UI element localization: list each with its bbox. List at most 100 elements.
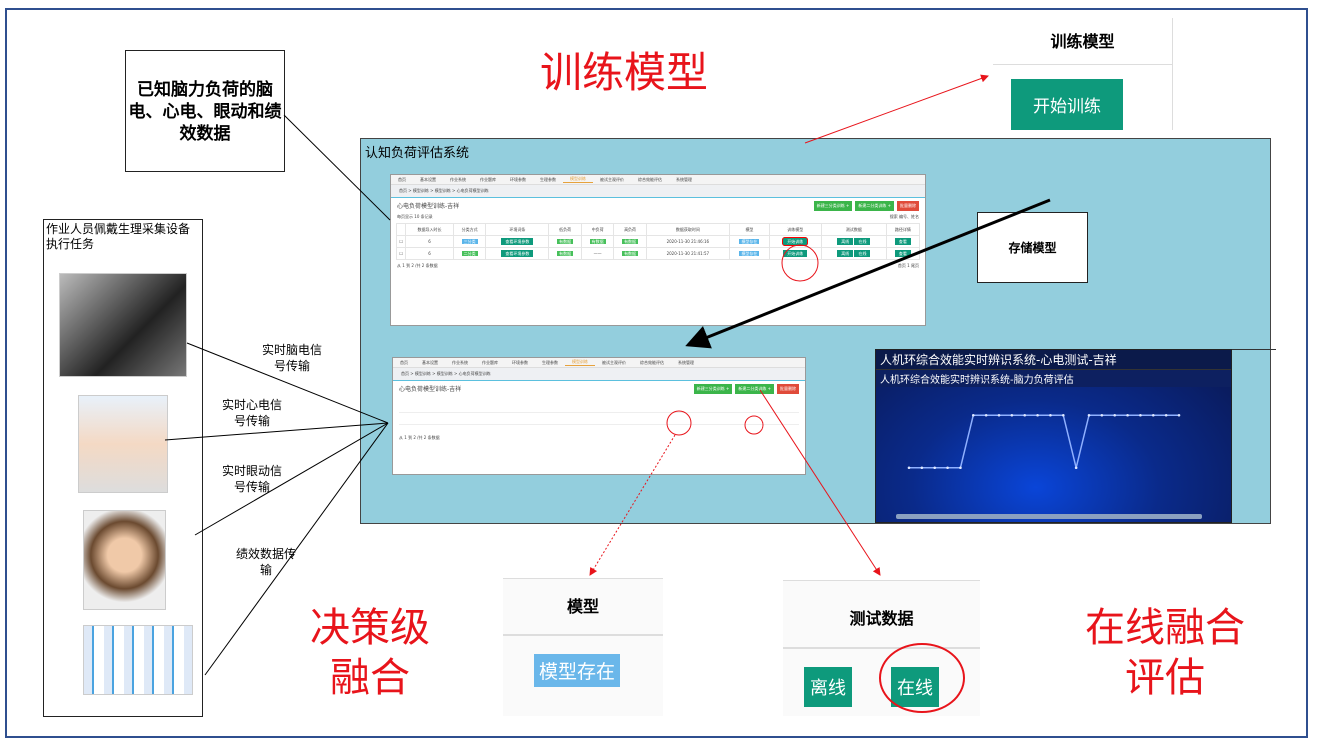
test-arrow <box>759 389 881 576</box>
batch-delete-button[interactable]: 批量删除 <box>777 384 799 394</box>
new-3class-button[interactable]: 新建三分类训练 + <box>813 201 853 211</box>
data-badge: 有数据 <box>557 250 574 256</box>
nav-item[interactable]: 作业题库 <box>482 359 498 365</box>
nav-item[interactable]: 首页 <box>400 359 408 365</box>
page-title: 心电负荷模型训练-吉祥 <box>397 203 460 210</box>
breadcrumb: 首页 > 模型训练 > 模型训练 > 心电负荷模型训练 <box>391 185 925 197</box>
online-button[interactable]: 在线 <box>854 237 871 245</box>
nav-item[interactable]: 被试主观评价 <box>600 176 624 182</box>
eye-connector <box>194 422 389 536</box>
cognitive-load-system-panel: 认知负荷评估系统 首页基本设置作业系统作业题库环境参数生理参数模型训练被试主观评… <box>360 138 1276 524</box>
nav-item[interactable]: 作业题库 <box>480 176 496 182</box>
known-data-connector <box>283 114 391 221</box>
data-point <box>907 466 911 470</box>
data-point <box>1164 413 1168 417</box>
nav-item[interactable]: 基本设置 <box>422 359 438 365</box>
performance-connector <box>204 422 389 676</box>
offline-button-large[interactable]: 离线 <box>804 667 852 707</box>
training-page-screenshot: 首页 基本设置 作业系统 作业题库 环境参数 生理参数 模型训练 被试主观评价 综合效能评估 系统… <box>390 174 926 326</box>
load-series-line <box>909 414 1179 469</box>
signal-label-ecg: 实时心电信号传输 <box>222 398 283 428</box>
breadcrumb: 首页 > 模型训练 > 模型训练 > 心电负荷模型训练 <box>393 368 805 380</box>
nav-item[interactable]: 首页 <box>398 176 406 182</box>
nav-item[interactable]: 生理参数 <box>542 359 558 365</box>
signal-label-eeg: 实时脑电信号传输 <box>262 343 323 373</box>
title-online-fusion: 在线融合评估 <box>1085 605 1245 701</box>
pager-last[interactable]: 尾页 <box>911 263 919 268</box>
nav-item[interactable]: 系统管理 <box>678 359 694 365</box>
ecg-device-photo <box>78 395 168 493</box>
nav-item[interactable]: 系统管理 <box>676 176 692 182</box>
new-2class-button[interactable]: 新建二分类训练 + <box>735 384 774 394</box>
nav-item[interactable]: 被试主观评价 <box>602 359 626 365</box>
pager-first[interactable]: 首页 <box>897 263 906 268</box>
per-page-select[interactable]: 每页显示 10 条记录 <box>397 214 433 219</box>
eeg-cap-photo <box>59 273 187 377</box>
data-badge: 有数据 <box>622 238 639 244</box>
view-env-button[interactable]: 查看环境参数 <box>501 237 534 245</box>
nav-item[interactable]: 综合效能评估 <box>640 359 664 365</box>
start-training-button-large[interactable]: 开始训练 <box>1011 79 1123 130</box>
class-badge: 二分类 <box>461 250 478 256</box>
data-point <box>933 466 937 470</box>
highlight-circle <box>879 643 965 713</box>
model-badge: 模型存在 <box>739 250 760 256</box>
new-3class-button[interactable]: 新建三分类训练 + <box>693 384 733 394</box>
search-input[interactable]: 搜索 编号、姓名 <box>889 214 919 219</box>
data-point <box>1113 413 1117 417</box>
nav-item[interactable]: 综合效能评估 <box>638 176 662 182</box>
realtime-title-eeg: 人机环综合效能实时辨识系统-脑力负荷评估 <box>876 369 1231 387</box>
nav-bar: 首页 基本设置 作业系统 作业题库 环境参数 生理参数 模型训练 被试主观评价 综合效能评估 系统… <box>393 358 805 368</box>
data-point <box>1023 413 1027 417</box>
chart-scrollbar[interactable] <box>896 514 1202 519</box>
view-button[interactable]: 查看 <box>894 249 911 257</box>
data-point <box>1177 413 1181 417</box>
model-exists-badge: 模型存在 <box>534 654 621 687</box>
view-button[interactable]: 查看 <box>894 237 911 245</box>
start-training-button[interactable]: 开始训练 <box>783 249 808 257</box>
train-button-crop: 训练模型 开始训练 <box>993 18 1173 130</box>
nav-item[interactable]: 基本设置 <box>420 176 436 182</box>
nav-item[interactable]: 生理参数 <box>540 176 556 182</box>
training-table: 数据导入时长分类方式环境词条低负荷中负荷高负荷数据获取时间模型训练模型测试数据路… <box>396 223 920 260</box>
signal-label-performance: 绩效数据传输 <box>236 547 297 577</box>
table-thumbnail <box>399 401 799 431</box>
nav-item-active[interactable]: 模型训练 <box>563 176 593 183</box>
cell: —— <box>580 247 615 260</box>
title-decision-fusion: 决策级融合 <box>310 605 430 701</box>
eye-tracker-photo <box>83 510 166 610</box>
known-load-data-box: 已知脑力负荷的脑电、心电、眼动和绩效数据 <box>125 50 285 172</box>
performance-screen-photo <box>83 625 193 695</box>
batch-delete-button[interactable]: 批量删除 <box>897 201 919 211</box>
nav-item-active[interactable]: 模型训练 <box>565 359 595 366</box>
system-title: 认知负荷评估系统 <box>365 146 470 161</box>
data-badge: 有数据 <box>589 238 606 244</box>
diagram-frame <box>5 8 1308 738</box>
nav-item[interactable]: 环境参数 <box>510 176 526 182</box>
data-point <box>1126 413 1129 417</box>
nav-item[interactable]: 作业系统 <box>450 176 466 182</box>
model-arrow <box>589 434 676 576</box>
start-training-button[interactable]: 开始训练 <box>782 236 809 246</box>
train-arrow <box>804 74 989 144</box>
pager-page[interactable]: 1 <box>907 263 910 268</box>
highlight-circle <box>781 244 819 282</box>
nav-item[interactable]: 环境参数 <box>512 359 528 365</box>
fusion-page-screenshot: 首页 基本设置 作业系统 作业题库 环境参数 生理参数 模型训练 被试主观评价 综合效能评估 系统… <box>392 357 806 475</box>
model-badge: 模型存在 <box>739 238 760 244</box>
data-point <box>1074 466 1078 470</box>
cell: 6 <box>405 247 454 260</box>
title-train-model: 训练模型 <box>540 48 709 97</box>
store-model-box: 存储模型 <box>977 212 1088 283</box>
offline-button[interactable]: 离线 <box>837 237 854 245</box>
offline-button[interactable]: 离线 <box>837 249 854 257</box>
data-point <box>1151 413 1155 417</box>
nav-item[interactable]: 作业系统 <box>452 359 468 365</box>
online-button[interactable]: 在线 <box>854 249 871 257</box>
eeg-connector <box>186 342 389 424</box>
test-data-crop: 测试数据 离线 在线 <box>783 580 980 716</box>
view-env-button[interactable]: 查看环境参数 <box>501 249 534 257</box>
new-2class-button[interactable]: 新建二分类训练 + <box>855 201 894 211</box>
highlight-circle <box>744 415 764 435</box>
